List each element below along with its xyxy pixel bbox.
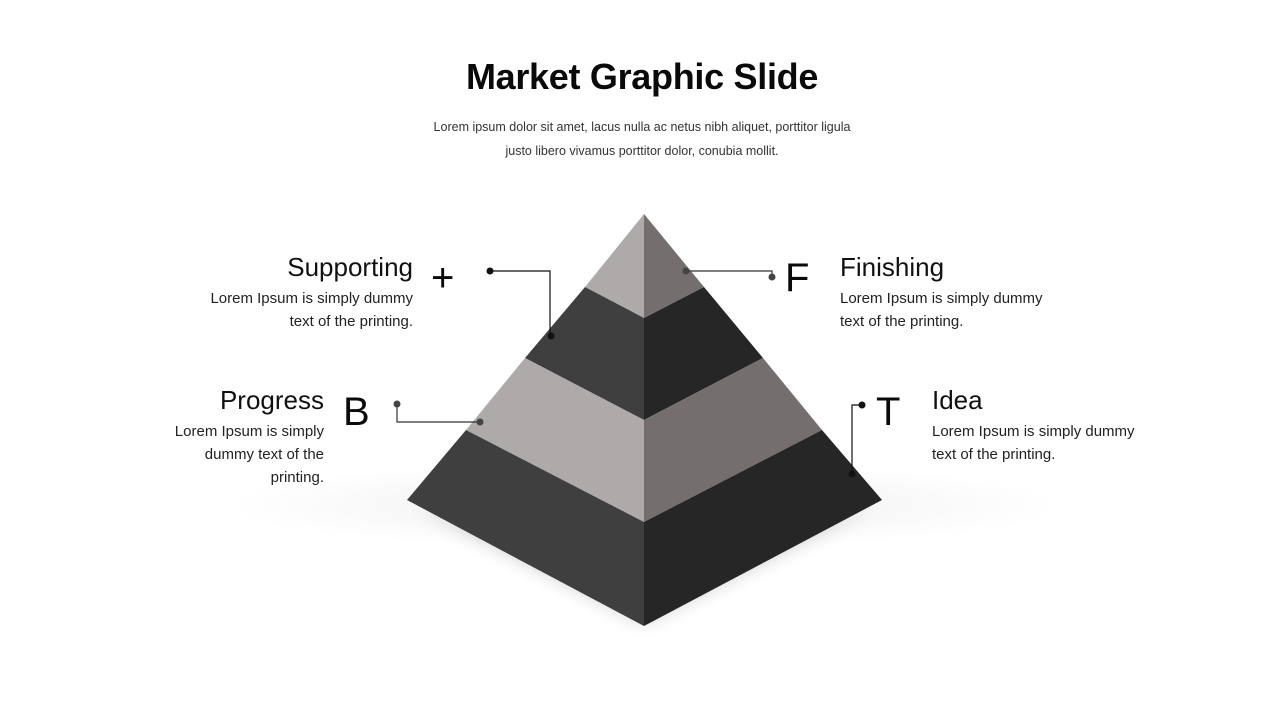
description-line: dummy text of the [204,446,324,463]
connector-progress [393,400,484,426]
supporting-plus-icon: + [431,256,455,300]
idea-description: Lorem Ipsum is simply dummy text of the … [932,420,1192,466]
description-line: text of the printing. [932,446,1056,463]
connector-idea [848,401,866,478]
finishing-heading: Finishing [840,252,945,282]
label-supporting: Supporting Lorem Ipsum is simply dummy t… [153,252,413,333]
pyramid-tier-3 [466,358,822,522]
supporting-heading: Supporting [287,252,413,282]
label-finishing: Finishing Lorem Ipsum is simply dummy te… [840,252,1100,333]
description-line: Lorem Ipsum is simply [174,423,324,440]
subtitle-line: Lorem ipsum dolor sit amet, lacus nulla … [433,120,851,134]
description-line: Lorem Ipsum is simply dummy [932,423,1135,440]
pyramid-tier-2 [525,287,763,420]
pyramid-tier-1 [585,214,704,318]
description-line: printing. [270,469,324,486]
progress-heading: Progress [219,385,324,415]
slide-title: Market Graphic Slide [465,56,819,97]
label-progress: Progress Lorem Ipsum is simply dummy tex… [104,385,324,489]
connector-supporting [486,267,555,340]
slide-subtitle: Lorem ipsum dolor sit amet, lacus nulla … [0,115,1280,163]
description-line: Lorem Ipsum is simply dummy [840,290,1043,307]
idea-t-icon: T [876,390,901,434]
pyramid-tier-4 [407,430,882,626]
progress-b-icon: B [343,390,370,434]
progress-description: Lorem Ipsum is simply dummy text of the … [104,420,324,489]
label-idea: Idea Lorem Ipsum is simply dummy text of… [932,385,1192,466]
subtitle-line: justo libero vivamus porttitor dolor, co… [505,144,779,158]
idea-heading: Idea [932,385,983,415]
connector-finishing [682,267,776,281]
finishing-f-icon: F [785,256,810,300]
description-line: text of the printing. [289,313,413,330]
description-line: text of the printing. [840,313,964,330]
description-line: Lorem Ipsum is simply dummy [210,290,413,307]
finishing-description: Lorem Ipsum is simply dummy text of the … [840,287,1100,333]
supporting-description: Lorem Ipsum is simply dummy text of the … [153,287,413,333]
